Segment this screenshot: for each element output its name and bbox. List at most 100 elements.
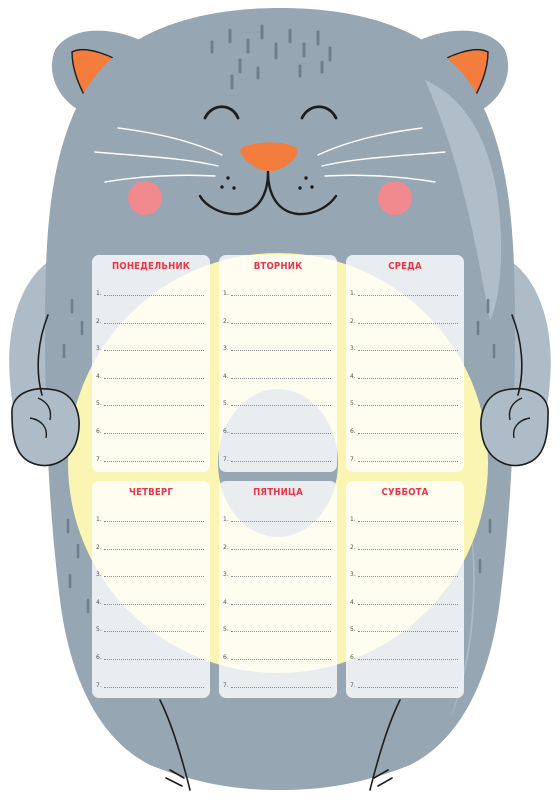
right-paw [480, 388, 549, 467]
dotted-rule [358, 295, 458, 296]
day-title: СРЕДА [388, 261, 422, 272]
schedule-line[interactable]: 1. [96, 287, 204, 297]
line-number: 3. [223, 571, 229, 579]
line-number: 1. [223, 516, 229, 523]
dotted-rule [231, 659, 331, 660]
line-number: 4. [96, 598, 102, 606]
dotted-rule [104, 659, 204, 660]
day-title: ПЯТНИЦА [253, 487, 303, 498]
line-number: 3. [96, 345, 102, 353]
schedule-line[interactable]: 4. [350, 370, 458, 380]
line-number: 3. [350, 345, 356, 353]
schedule-line[interactable]: 6. [96, 651, 204, 661]
schedule-line[interactable]: 2. [223, 315, 331, 325]
dotted-rule [104, 433, 204, 434]
schedule-line[interactable]: 5. [350, 623, 458, 633]
schedule-line[interactable]: 4. [350, 596, 458, 606]
dotted-rule [104, 631, 204, 633]
line-number: 5. [350, 626, 356, 634]
schedule-line[interactable]: 6. [350, 425, 458, 435]
dotted-rule [358, 460, 458, 462]
schedule-line[interactable]: 5. [350, 397, 458, 407]
schedule-line[interactable]: 1. [223, 513, 331, 523]
dotted-rule [231, 686, 331, 688]
line-number: 1. [223, 290, 229, 297]
line-number: 2. [96, 317, 102, 325]
schedule-line[interactable]: 2. [350, 315, 458, 325]
cat-nose [240, 142, 298, 172]
schedule-line[interactable]: 4. [96, 596, 204, 606]
schedule-line[interactable]: 4. [223, 370, 331, 380]
dotted-rule [358, 576, 458, 578]
schedule-line[interactable]: 6. [223, 425, 331, 435]
dotted-rule [104, 603, 204, 605]
schedule-line[interactable]: 3. [350, 568, 458, 578]
dotted-rule [358, 631, 458, 633]
dotted-rule [358, 433, 458, 434]
dotted-rule [231, 603, 331, 605]
schedule-line[interactable]: 3. [96, 568, 204, 578]
schedule-line[interactable]: 7. [223, 453, 331, 463]
schedule-line[interactable]: 1. [223, 287, 331, 297]
schedule-line[interactable]: 5. [223, 623, 331, 633]
line-number: 6. [350, 428, 356, 435]
schedule-line[interactable]: 7. [350, 453, 458, 463]
schedule-line[interactable]: 5. [96, 397, 204, 407]
schedule-line[interactable]: 3. [96, 342, 204, 352]
dotted-rule [104, 322, 204, 324]
schedule-line[interactable]: 3. [223, 342, 331, 352]
whiskers [94, 127, 446, 183]
schedule-line[interactable]: 7. [223, 679, 331, 689]
line-number: 4. [223, 372, 229, 380]
schedule-line[interactable]: 6. [350, 651, 458, 661]
line-number: 5. [96, 400, 102, 408]
line-number: 7. [350, 681, 356, 689]
line-number: 6. [96, 428, 102, 435]
line-number: 2. [223, 317, 229, 325]
schedule-line[interactable]: 3. [223, 568, 331, 578]
line-number: 4. [350, 598, 356, 606]
dotted-rule [231, 433, 331, 434]
dotted-rule [358, 548, 458, 550]
line-number: 2. [96, 543, 102, 551]
line-number: 6. [223, 428, 229, 435]
line-number: 7. [350, 455, 356, 463]
dotted-rule [104, 405, 204, 407]
line-number: 3. [96, 571, 102, 579]
dotted-rule [104, 521, 204, 522]
schedule-line[interactable]: 4. [96, 370, 204, 380]
schedule-line[interactable]: 7. [350, 679, 458, 689]
schedule-line[interactable]: 6. [223, 651, 331, 661]
dotted-rule [104, 295, 204, 296]
dotted-rule [358, 350, 458, 352]
schedule-line[interactable]: 5. [96, 623, 204, 633]
line-number: 5. [96, 626, 102, 634]
line-number: 4. [96, 372, 102, 380]
day-title: ВТОРНИК [253, 261, 303, 272]
line-number: 7. [96, 455, 102, 463]
schedule-line[interactable]: 1. [96, 513, 204, 523]
head-stripes [210, 24, 332, 90]
dotted-rule [358, 659, 458, 660]
schedule-line[interactable]: 7. [96, 679, 204, 689]
schedule-line[interactable]: 4. [223, 596, 331, 606]
schedule-line[interactable]: 7. [96, 453, 204, 463]
schedule-line[interactable]: 2. [223, 541, 331, 551]
line-number: 7. [223, 455, 229, 463]
schedule-line[interactable]: 2. [96, 315, 204, 325]
schedule-line[interactable]: 2. [350, 541, 458, 551]
schedule-line[interactable]: 3. [350, 342, 458, 352]
schedule-line[interactable]: 2. [96, 541, 204, 551]
schedule-line[interactable]: 6. [96, 425, 204, 435]
schedule-line[interactable]: 1. [350, 287, 458, 297]
line-number: 6. [350, 654, 356, 661]
schedule-line[interactable]: 5. [223, 397, 331, 407]
dotted-rule [231, 350, 331, 352]
line-number: 5. [223, 626, 229, 634]
schedule-line[interactable]: 1. [350, 513, 458, 523]
line-number: 6. [96, 654, 102, 661]
card-tuesday: ВТОРНИК 1. 2. 3. 4. 5. 6. 7. [219, 255, 337, 472]
left-paw [11, 388, 80, 467]
dotted-rule [231, 521, 331, 522]
